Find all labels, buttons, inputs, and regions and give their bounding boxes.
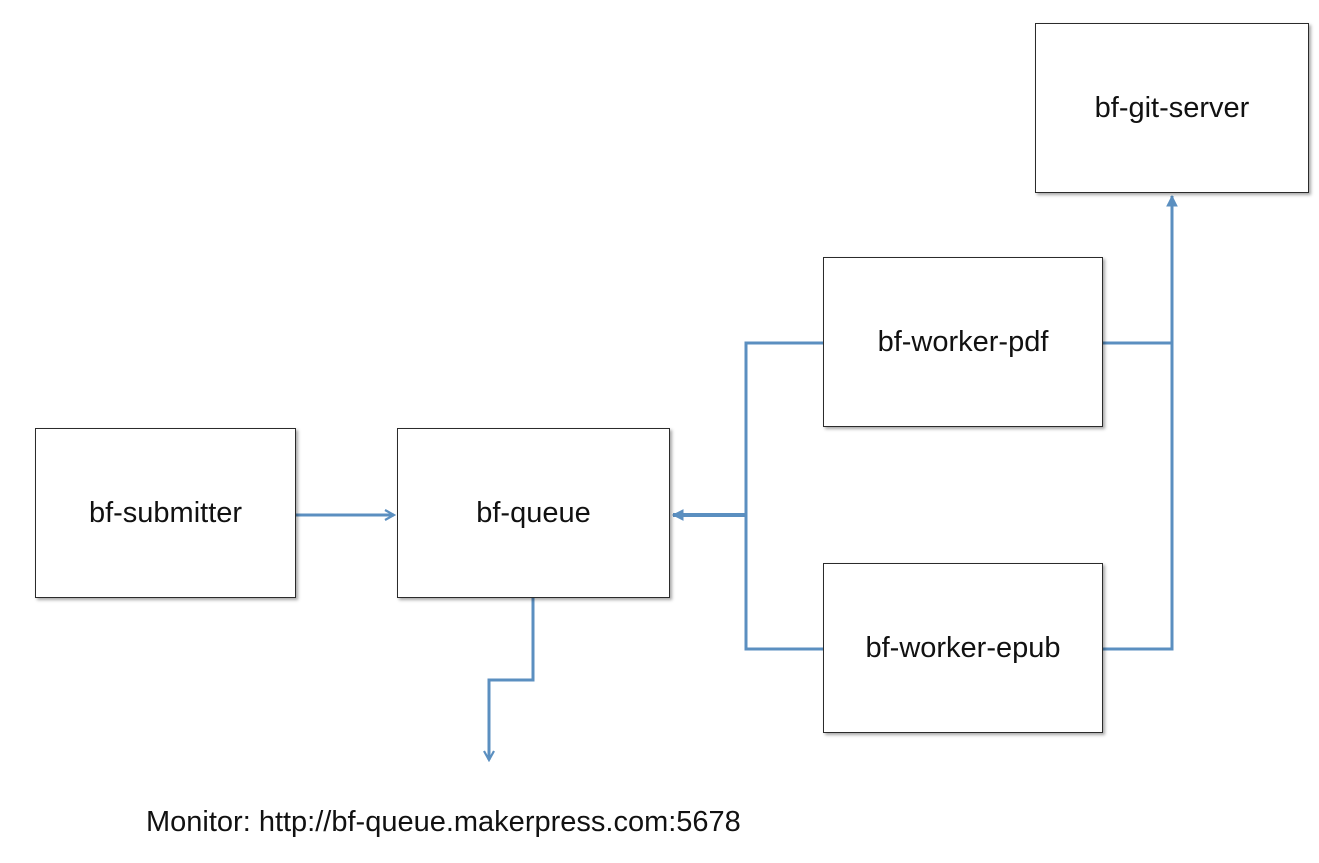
node-bf-worker-epub: bf-worker-epub <box>823 563 1103 733</box>
node-label: bf-queue <box>476 496 591 529</box>
node-bf-worker-pdf: bf-worker-pdf <box>823 257 1103 427</box>
node-bf-submitter: bf-submitter <box>35 428 296 598</box>
node-label: bf-worker-epub <box>865 631 1061 664</box>
node-label: bf-git-server <box>1094 91 1250 124</box>
node-label: bf-submitter <box>88 496 243 529</box>
edge-queue-to-monitor <box>489 598 535 760</box>
edge-worker-pdf-bracket <box>744 341 823 651</box>
node-label: bf-worker-pdf <box>877 325 1049 358</box>
node-bf-git-server: bf-git-server <box>1035 23 1309 193</box>
node-bf-queue: bf-queue <box>397 428 670 598</box>
monitor-label: Monitor: http://bf-queue.makerpress.com:… <box>146 806 741 838</box>
edge-workers-to-git <box>1103 196 1172 651</box>
